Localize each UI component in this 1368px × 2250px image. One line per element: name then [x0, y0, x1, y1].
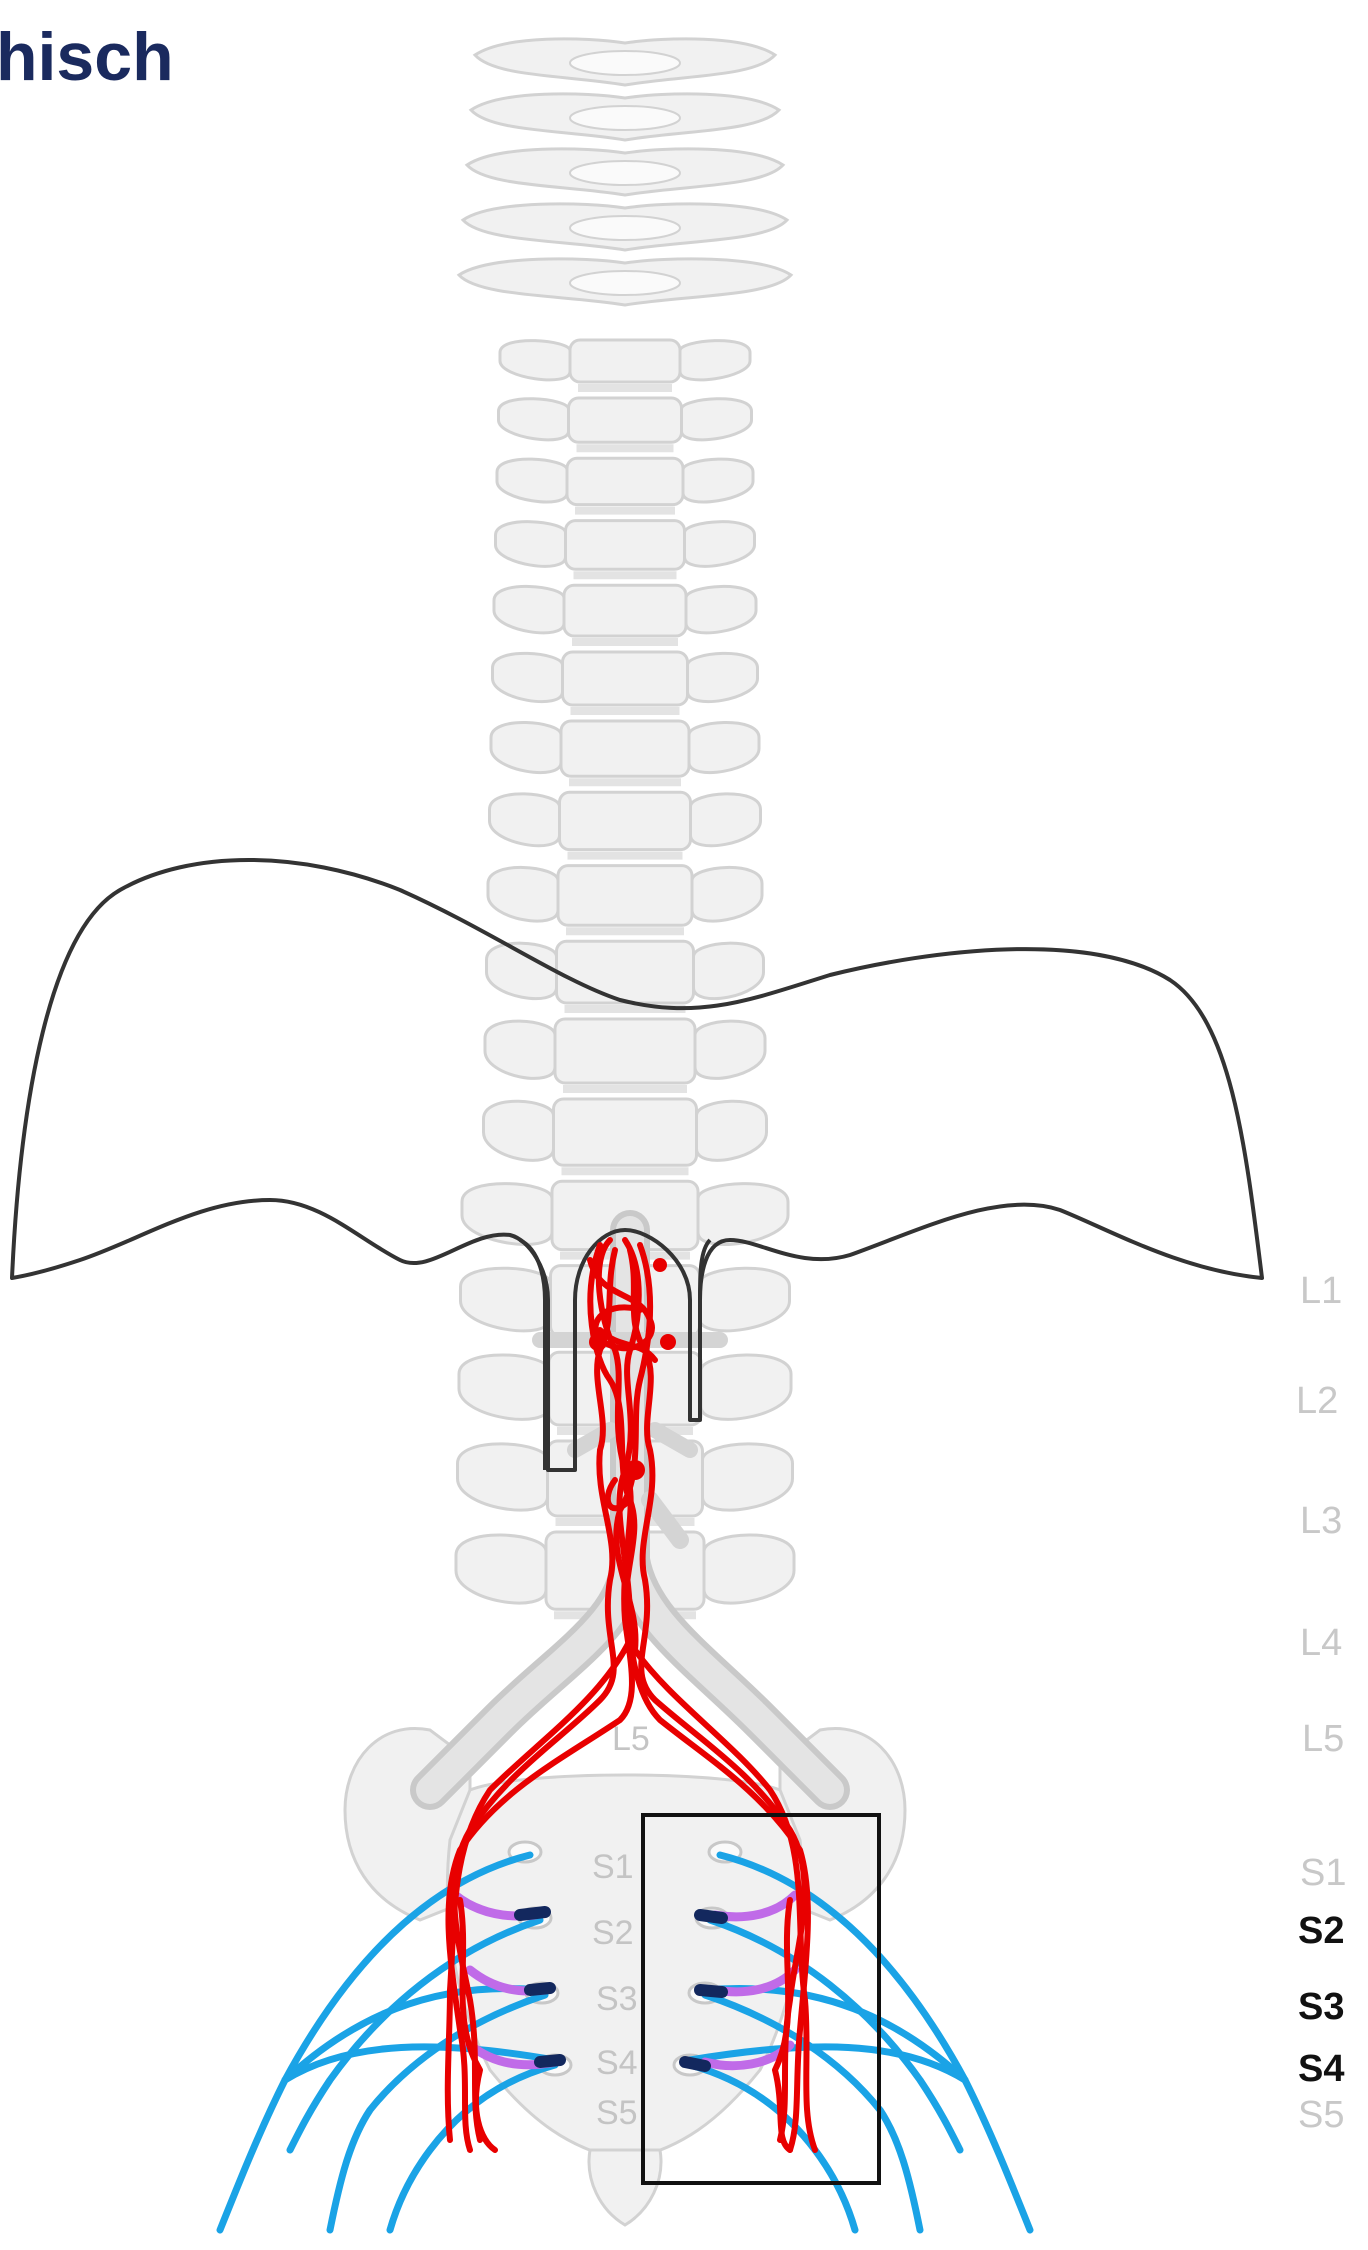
vertebra [500, 340, 750, 388]
level-label-l5: L5 [1302, 1718, 1344, 1761]
cervical-vertebra [467, 149, 783, 195]
cervical-vertebra [471, 94, 779, 140]
level-label-s2: S2 [1298, 1910, 1344, 1953]
spine-label-s5: S5 [596, 2094, 638, 2132]
vertebra [491, 721, 759, 782]
level-label-l1: L1 [1300, 1270, 1342, 1313]
coccyx [589, 2150, 661, 2225]
cervical-vertebrae [459, 39, 791, 305]
level-label-l2: L2 [1296, 1380, 1338, 1423]
spine-label-s1: S1 [592, 1848, 634, 1886]
level-label-l4: L4 [1300, 1622, 1342, 1665]
vertebra [485, 1019, 765, 1089]
spine-label-s3: S3 [596, 1980, 638, 2018]
cervical-vertebra [463, 204, 787, 250]
level-label-l3: L3 [1300, 1500, 1342, 1543]
vertebra [488, 866, 762, 932]
spine-label-s2: S2 [592, 1914, 634, 1952]
cervical-vertebra [475, 39, 775, 85]
vertebra [493, 652, 758, 711]
spine-label-s4: S4 [596, 2044, 638, 2082]
vertebra [487, 941, 764, 1009]
cervical-vertebra [459, 259, 791, 305]
level-label-s5: S5 [1298, 2094, 1344, 2137]
level-label-s3: S3 [1298, 1986, 1344, 2029]
vertebra [497, 458, 753, 510]
vertebra [499, 398, 752, 448]
spine-label-l5: L5 [612, 1720, 650, 1758]
level-label-s4: S4 [1298, 2048, 1344, 2091]
vertebra [484, 1099, 767, 1171]
level-label-s1: S1 [1300, 1852, 1346, 1895]
vertebra [490, 792, 761, 855]
vertebra [494, 585, 756, 642]
vertebra [496, 521, 755, 576]
